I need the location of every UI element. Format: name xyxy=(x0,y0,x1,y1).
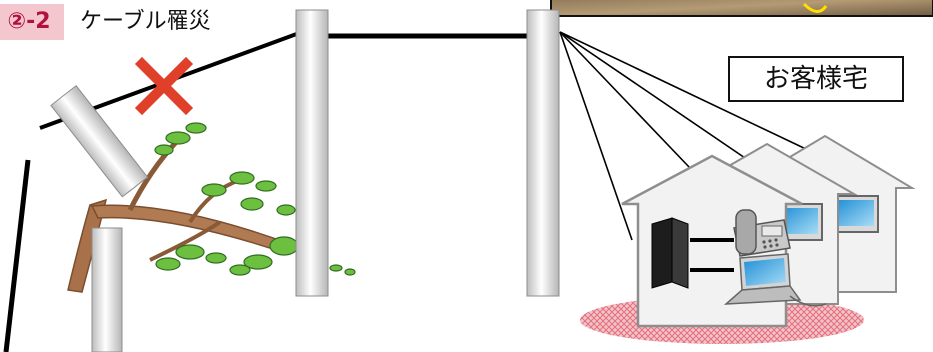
customer-home-label: お客様宅 xyxy=(728,56,904,102)
utility-pole-1 xyxy=(296,10,328,296)
section-badge: ②-2 xyxy=(0,4,64,40)
drop-cable-2 xyxy=(560,32,690,168)
photo-inset xyxy=(551,0,933,16)
drop-cable-1 xyxy=(560,32,632,240)
cable-dropped xyxy=(6,160,28,352)
page-title: ケーブル罹災 xyxy=(80,4,211,40)
modem-icon xyxy=(652,218,688,288)
cut-x-icon xyxy=(142,64,186,108)
drop-cable-3 xyxy=(560,32,748,160)
utility-pole-2 xyxy=(527,10,559,296)
